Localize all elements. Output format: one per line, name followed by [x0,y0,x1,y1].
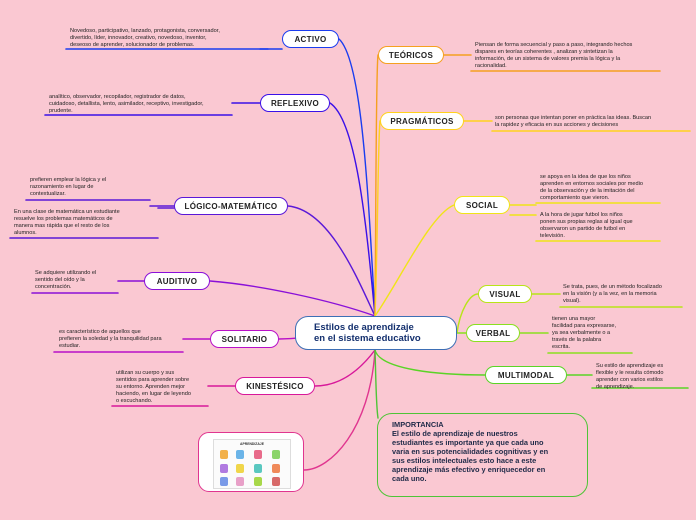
central-title-line-1: Estilos de aprendizaje [314,322,414,333]
central-topic[interactable]: Estilos de aprendizaje en el sistema edu… [295,316,457,350]
connector-reflexivo [329,102,376,317]
node-verbal[interactable]: VERBAL [466,324,520,342]
connector-kinestesico [314,349,376,387]
node-visual[interactable]: VISUAL [478,285,532,303]
importance-title: IMPORTANCIA [392,420,444,429]
node-reflexivo[interactable]: REFLEXIVO [260,94,330,112]
connector-teoricos [374,54,379,317]
node-teoricos[interactable]: TEÓRICOS [378,46,444,64]
node-importancia[interactable]: IMPORTANCIA El estilo de aprendizaje de … [377,413,588,497]
desc-activo: Novedoso, participativo, lanzado, protag… [70,28,220,48]
node-solitario[interactable]: SOLITARIO [210,330,279,348]
learning-styles-poster-image: APRENDIZAJE [213,439,291,489]
central-title-line-2: en el sistema educativo [314,333,421,344]
connector-activo [338,38,376,317]
node-imagen-estilos[interactable]: APRENDIZAJE [198,432,304,492]
connector-multimodal [374,349,486,376]
connector-pragmaticos [374,120,381,317]
connector-visual [456,293,479,334]
connector-importancia [374,349,379,419]
node-auditivo[interactable]: AUDITIVO [144,272,210,290]
desc-reflexivo: analítico, observador, recopilador, regi… [49,94,204,114]
desc-teoricos: Piensan de forma secuencial y paso a pas… [475,42,633,69]
poster-title: APRENDIZAJE [240,442,264,446]
desc-logico-matematico-ejemplo: En una clase de matemática un estudiante… [14,209,120,236]
node-pragmaticos[interactable]: PRAGMÁTICOS [380,112,464,130]
connector-social [374,204,455,317]
node-social[interactable]: SOCIAL [454,196,510,214]
desc-pragmaticos: son personas que intentan poner en práct… [495,115,652,128]
node-logico-matematico[interactable]: LÓGICO-MATEMÁTICO [174,197,288,215]
node-activo[interactable]: ACTIVO [282,30,339,48]
connector-logico [287,205,376,317]
node-multimodal[interactable]: MULTIMODAL [485,366,567,384]
connector-imagen [303,349,376,471]
connector-auditivo [209,280,376,317]
node-kinestesico[interactable]: KINESTÉSICO [235,377,315,395]
